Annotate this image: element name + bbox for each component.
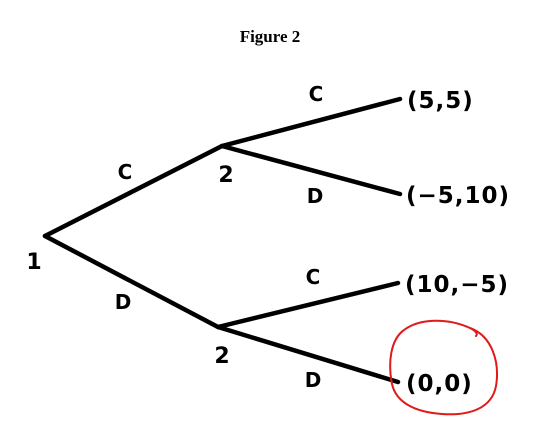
edge-upper-node-to-payoff-1	[219, 96, 403, 149]
payoff-label: (−5,10)	[406, 183, 510, 209]
edge-lower-node-to-payoff-3	[215, 280, 401, 330]
payoff-label: (10,−5)	[405, 272, 509, 298]
payoff-label: (5,5)	[407, 88, 474, 114]
figure-title: Figure 2	[240, 27, 301, 46]
edge-root-to-upper-node	[42, 143, 225, 239]
lower-node-action-upper-label: C	[306, 265, 321, 289]
edge-lower-node-to-payoff-4	[215, 324, 401, 385]
root-node-player-label: 1	[26, 250, 41, 275]
payoff-label: (0,0)	[406, 371, 473, 397]
root-action-upper-label: C	[118, 160, 133, 184]
upper-node-action-lower-label: D	[307, 184, 324, 208]
edge-root-to-lower-node	[42, 233, 221, 330]
lower-node-player-label: 2	[214, 344, 229, 369]
upper-node-player-label: 2	[218, 163, 233, 188]
upper-node-action-upper-label: C	[309, 82, 324, 106]
edge-upper-node-to-payoff-2	[219, 143, 403, 197]
highlight-circle-mark	[389, 319, 498, 416]
root-action-lower-label: D	[115, 290, 132, 314]
lower-node-action-lower-label: D	[305, 368, 322, 392]
